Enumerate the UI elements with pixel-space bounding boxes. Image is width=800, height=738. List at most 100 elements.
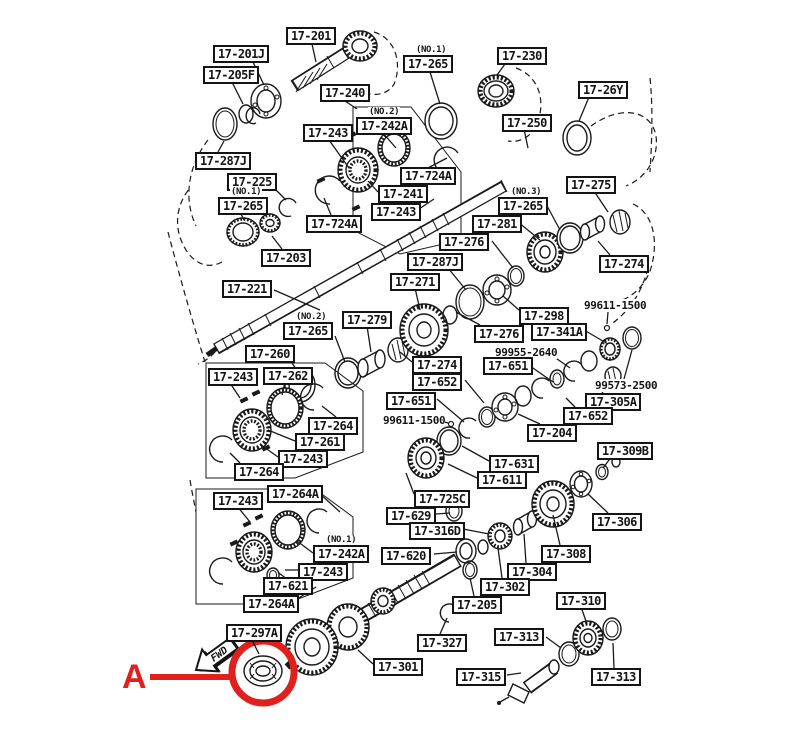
leader-line	[497, 547, 503, 579]
counter-shaft-17-301	[284, 553, 462, 676]
part-number-label[interactable]: 17-205F	[203, 66, 260, 84]
leader-line	[367, 180, 379, 193]
part-number-label[interactable]: 17-203	[261, 249, 311, 267]
leader-line	[496, 63, 506, 76]
leader-line	[545, 203, 561, 231]
lower-axis-small-parts	[439, 456, 621, 623]
part-number-label[interactable]: 17-313	[494, 628, 544, 646]
part-number-label[interactable]: 17-265(NO.1)	[218, 187, 268, 215]
leader-line	[366, 325, 372, 353]
part-number-label[interactable]: 17-250	[502, 114, 552, 132]
ring-17-26Y	[562, 77, 658, 187]
part-number-label[interactable]: 17-264	[234, 463, 284, 481]
part-number-label[interactable]: 17-274	[412, 356, 462, 374]
part-number-label[interactable]: 17-243	[298, 563, 348, 581]
part-number-label[interactable]: 17-201J	[213, 45, 270, 63]
leader-line	[267, 429, 296, 442]
leader-line	[231, 81, 244, 105]
part-number-label[interactable]: 17-651	[386, 392, 436, 410]
part-number-label[interactable]: 17-271	[390, 273, 440, 291]
part-number-label[interactable]: 17-652	[563, 407, 613, 425]
part-number-label[interactable]: 17-243	[208, 368, 258, 386]
part-number-label[interactable]: 17-309B	[597, 442, 654, 460]
part-number-label[interactable]: 17-302	[480, 578, 530, 596]
annotation-letter: A	[122, 658, 147, 696]
part-number-label[interactable]: 17-261	[295, 433, 345, 451]
part-number-label[interactable]: 17-264A	[243, 595, 300, 613]
part-number-label[interactable]: 17-315	[456, 668, 506, 686]
leader-line	[469, 577, 475, 597]
part-number-label[interactable]: 17-265(NO.3)	[498, 187, 548, 215]
leader-line	[323, 197, 332, 216]
part-number-label[interactable]: 99573-2500	[595, 379, 658, 392]
part-number-label[interactable]: 17-629	[386, 507, 436, 525]
part-number-label[interactable]: 17-652	[412, 373, 462, 391]
part-number-label[interactable]: 17-621	[263, 577, 313, 595]
part-number-label[interactable]: 17-611	[477, 471, 527, 489]
part-number-label[interactable]: 99955-2640	[495, 346, 558, 359]
part-number-label[interactable]: 17-287J	[407, 253, 464, 271]
leader-dot	[447, 420, 455, 428]
part-number-label[interactable]: 17-243	[213, 492, 263, 510]
leader-line	[523, 533, 527, 564]
part-number-label[interactable]: 17-204	[527, 424, 577, 442]
part-label-prefix: (NO.1)	[325, 535, 358, 545]
part-label-prefix: (NO.3)	[510, 187, 543, 197]
part-number-label[interactable]: 17-327	[417, 634, 467, 652]
part-number-label[interactable]: 17-725C	[414, 490, 471, 508]
part-number-label[interactable]: 17-243	[278, 450, 328, 468]
part-number-label[interactable]: 17-310	[556, 592, 606, 610]
part-number-label[interactable]: 17-297A	[226, 624, 283, 642]
part-number-label[interactable]: 17-265(NO.1)	[403, 45, 453, 73]
part-number-label[interactable]: 17-260	[245, 345, 295, 363]
leader-line	[529, 365, 554, 383]
ring-17-287J-front	[188, 107, 238, 227]
leader-line	[552, 514, 561, 546]
part-number-label[interactable]: 17-306	[592, 513, 642, 531]
part-number-label[interactable]: 17-316D	[409, 522, 466, 540]
part-number-label[interactable]: 17-265(NO.2)	[283, 312, 333, 340]
gear-group-17-271	[284, 265, 525, 403]
part-number-label[interactable]: 17-308	[541, 545, 591, 563]
part-number-label[interactable]: 17-26Y	[578, 81, 628, 99]
leader-line	[433, 551, 458, 555]
part-number-label[interactable]: 17-221	[222, 280, 272, 298]
part-number-label[interactable]: 17-279	[342, 311, 392, 329]
part-number-label[interactable]: 17-274	[599, 255, 649, 273]
leader-line	[328, 139, 350, 169]
highlight-annotation[interactable]: A	[122, 637, 298, 707]
leader-line	[461, 445, 490, 462]
gear-group-17-310	[558, 617, 622, 667]
part-number-label[interactable]: 17-341A	[531, 323, 588, 341]
part-number-label[interactable]: 17-242A(NO.1)	[313, 535, 370, 563]
part-number-label[interactable]: 17-620	[381, 547, 431, 565]
part-number-label[interactable]: 17-305A	[585, 393, 642, 411]
part-number-label[interactable]: 17-264A	[267, 485, 324, 503]
part-number-label[interactable]: 17-201	[286, 27, 336, 45]
part-number-label[interactable]: 17-724A	[400, 167, 457, 185]
part-number-label[interactable]: 17-243	[371, 203, 421, 221]
part-number-label[interactable]: 17-276	[439, 233, 489, 251]
part-number-label[interactable]: 17-301	[373, 658, 423, 676]
part-number-label[interactable]: 17-205	[452, 596, 502, 614]
part-number-label[interactable]: 17-276	[474, 325, 524, 343]
part-number-label[interactable]: 17-241	[378, 185, 428, 203]
part-number-label[interactable]: 17-262	[263, 367, 313, 385]
part-number-label[interactable]: 17-240	[320, 84, 370, 102]
ring-17-205F	[238, 104, 261, 125]
leader-line	[447, 463, 478, 479]
part-number-label[interactable]: 17-313	[591, 668, 641, 686]
part-number-label[interactable]: 99611-1500	[584, 299, 647, 312]
part-number-label[interactable]: 17-304	[507, 563, 557, 581]
leader-line	[565, 397, 576, 408]
part-number-label[interactable]: 17-287J	[195, 152, 252, 170]
part-number-label[interactable]: 17-281	[472, 215, 522, 233]
part-number-label[interactable]: 17-724A	[306, 215, 363, 233]
part-number-label[interactable]: 17-242A(NO.2)	[356, 107, 413, 135]
part-number-label[interactable]: 17-275	[566, 176, 616, 194]
part-number-label[interactable]: 99611-1500	[383, 414, 446, 427]
part-number-label[interactable]: 17-243	[303, 124, 353, 142]
part-number-label[interactable]: 17-651	[483, 357, 533, 375]
part-number-label[interactable]: 17-230	[497, 47, 547, 65]
